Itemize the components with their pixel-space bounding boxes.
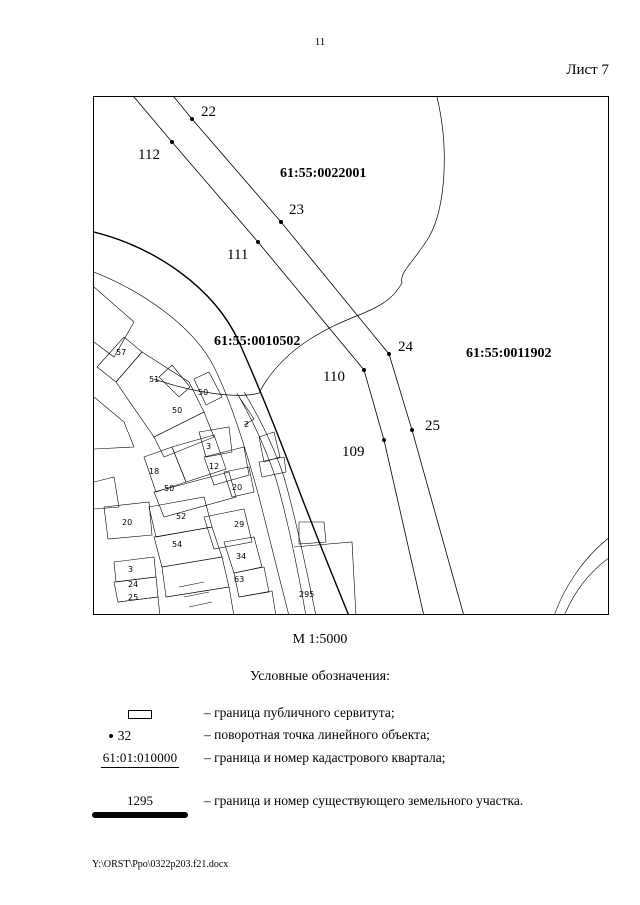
scale-label: М 1:5000 <box>292 632 348 647</box>
parcel-number: 52 <box>176 512 186 521</box>
parcel-number: 50 <box>172 406 182 415</box>
parcel-number: 54 <box>172 540 182 549</box>
point-label: 22 <box>201 104 216 120</box>
parcel-number: 50 <box>198 388 208 397</box>
legend-item-quarter: 61:01:010000 – граница и номер кадастров… <box>0 749 640 769</box>
quarter-boundary <box>94 231 349 614</box>
page-number: 11 <box>314 36 326 48</box>
point-label: 24 <box>398 339 414 355</box>
parcel-number: 24 <box>128 580 138 589</box>
quarter-boundary-2 <box>94 271 289 614</box>
parcel-number: 29 <box>234 520 244 529</box>
legend-text: – граница и номер существующего земельно… <box>204 793 524 808</box>
point-dot-icon <box>108 734 113 738</box>
point-label: 110 <box>323 369 345 385</box>
map-frame: 61:55:0022001 61:55:0010502 61:55:001190… <box>93 96 609 615</box>
parcel-number: 50 <box>164 484 174 493</box>
legend-text: – поворотная точка линейного объекта; <box>204 727 430 742</box>
quarter-label: 61:55:0011902 <box>466 346 552 361</box>
quarter-label: 61:55:0010502 <box>214 334 300 349</box>
parcel-number: 20 <box>122 518 132 527</box>
point-label: 25 <box>425 418 440 434</box>
footer-file-path: Y:\ORST\Ppo\0322p203.f21.docx <box>92 859 229 870</box>
legend-item-servitude: – граница публичного сервитута; <box>0 704 640 724</box>
parcel-symbol: 1295 <box>90 792 190 822</box>
parcel-number: 51 <box>149 375 159 384</box>
point-label: 112 <box>138 147 160 163</box>
parcel-number: 25 <box>128 593 138 602</box>
legend-text: – граница публичного сервитута; <box>204 705 395 720</box>
parcel-number: 2 <box>244 420 249 429</box>
parcel-number: 20 <box>232 483 242 492</box>
turning-points <box>170 117 414 442</box>
road-edge <box>243 391 316 614</box>
sheet-label: Лист 7 <box>566 62 609 78</box>
parcel-number: 63 <box>234 575 244 584</box>
cadastral-map: 61:55:0022001 61:55:0010502 61:55:001190… <box>94 97 608 614</box>
parcel-number: 57 <box>116 348 126 357</box>
turning-point-symbol: 32 <box>90 726 190 746</box>
point-label: 109 <box>342 444 365 460</box>
point-label: 111 <box>227 247 248 263</box>
parcel-boundary-22001 <box>153 97 445 396</box>
parcel-number: 34 <box>236 552 246 561</box>
parcel-number: 3 <box>206 442 211 451</box>
point-label: 23 <box>289 202 304 218</box>
legend-text: – граница и номер кадастрового квартала; <box>204 750 446 765</box>
parcel-number: 3 <box>128 565 133 574</box>
built-up-area <box>94 286 287 614</box>
legend-title: Условные обозначения: <box>249 669 391 684</box>
servitude-symbol <box>90 704 190 724</box>
legend-item-parcel: 1295 – граница и номер существующего зем… <box>0 792 640 822</box>
quarter-symbol: 61:01:010000 <box>90 749 190 769</box>
legend-item-turning-point: 32 – поворотная точка линейного объекта; <box>0 726 640 746</box>
quarter-label: 61:55:0022001 <box>280 166 366 181</box>
parcel-number: 295 <box>299 590 314 599</box>
parcel-number: 18 <box>149 467 159 476</box>
parcel-number: 12 <box>209 462 219 471</box>
